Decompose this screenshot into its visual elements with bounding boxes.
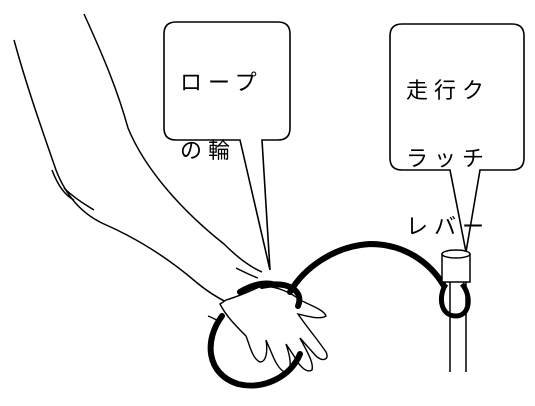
lever-callout-bubble [389,23,525,253]
lever-callout-line1: 走行ク [406,79,491,104]
rope-callout-line2: の輪 [180,139,237,164]
rope-callout-line1: ロープ [180,71,263,96]
rope-callout-bubble [163,21,291,271]
rope-callout-label: ロープ の輪 [180,33,270,203]
arm [13,13,263,309]
lever-callout-label: 走行ク ラッチ レバー [406,41,516,279]
lever-rope-loop [438,282,471,319]
lever-knob [441,249,471,283]
rope [287,240,447,295]
lever-callout-line3: レバー [406,215,491,240]
lever-callout-line2: ラッチ [406,147,491,172]
